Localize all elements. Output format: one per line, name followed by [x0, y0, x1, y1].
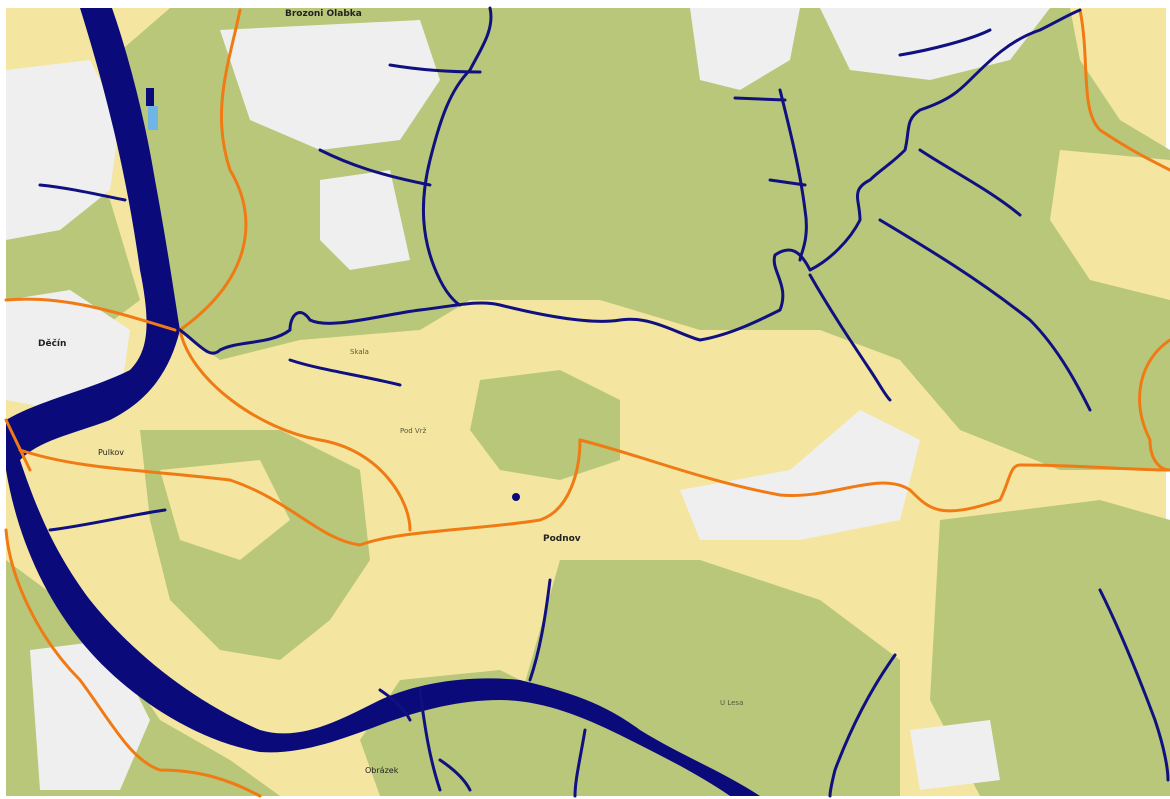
- field-southwest: [160, 460, 290, 560]
- pond-center: [512, 493, 520, 501]
- field-center: [300, 330, 480, 440]
- field-east: [1050, 150, 1170, 300]
- minor-label-3: U Lesa: [720, 699, 743, 707]
- urban-decin-center: [6, 290, 130, 410]
- road-river-crossing: [4, 418, 32, 472]
- minor-label-1: Pod Vrž: [400, 427, 427, 435]
- urban-north-patch: [320, 170, 410, 270]
- stream-north-branch: [388, 63, 482, 74]
- streams: [38, 6, 1170, 798]
- urban-nne: [820, 8, 1050, 80]
- road-east-branch: [1138, 338, 1170, 472]
- urban-areas: [6, 8, 1050, 790]
- road-southwest: [4, 528, 262, 798]
- road-main-east: [578, 438, 1170, 513]
- road-west-to-decin: [4, 297, 177, 332]
- place-label-podmokly: Podnov: [543, 534, 581, 544]
- road-main-southwest: [18, 438, 582, 547]
- stream-far-east: [1098, 588, 1170, 782]
- road-north-west: [178, 8, 248, 332]
- stream-se: [828, 653, 897, 798]
- stream-east-small: [768, 178, 807, 187]
- stream-center-south: [808, 273, 892, 402]
- stream-east-south: [878, 218, 1092, 412]
- place-label-obrazek: Obrázek: [365, 766, 399, 775]
- stream-south-bottom-2: [438, 758, 472, 792]
- urban-north: [220, 20, 440, 150]
- urban-center-east: [680, 410, 920, 540]
- pond-north-west: [146, 88, 154, 106]
- stream-south-right: [573, 728, 587, 798]
- urban-bottom-right: [910, 720, 1000, 790]
- forest-center-hill: [470, 370, 620, 480]
- place-label-pulkov: Pulkov: [98, 448, 124, 457]
- stream-decin-west: [38, 183, 127, 202]
- stream-east-north: [778, 88, 808, 262]
- roads: [4, 8, 1170, 798]
- place-label-brezno: Brozoni Olabka: [285, 9, 362, 19]
- stream-north-west: [318, 148, 432, 187]
- stream-south-small: [378, 688, 412, 722]
- place-label-decin: Děčín: [38, 338, 66, 349]
- stream-east-long: [918, 148, 1022, 217]
- road-decin-east: [178, 328, 412, 532]
- stream-southwest: [48, 508, 167, 532]
- urban-decin-west: [6, 60, 120, 240]
- pond-lightblue: [148, 106, 158, 130]
- stream-main-valley: [178, 8, 1082, 355]
- road-ne: [1078, 8, 1170, 172]
- stream-ne-branch: [898, 28, 992, 57]
- minor-label-2: Skala: [350, 348, 369, 356]
- forest-south: [520, 560, 900, 796]
- stream-center-west: [288, 358, 402, 387]
- urban-east-north: [690, 8, 800, 90]
- stream-north-center: [421, 6, 493, 307]
- stream-south-center: [528, 578, 552, 682]
- stream-east-branch: [733, 96, 787, 102]
- stream-south-bottom: [418, 688, 442, 792]
